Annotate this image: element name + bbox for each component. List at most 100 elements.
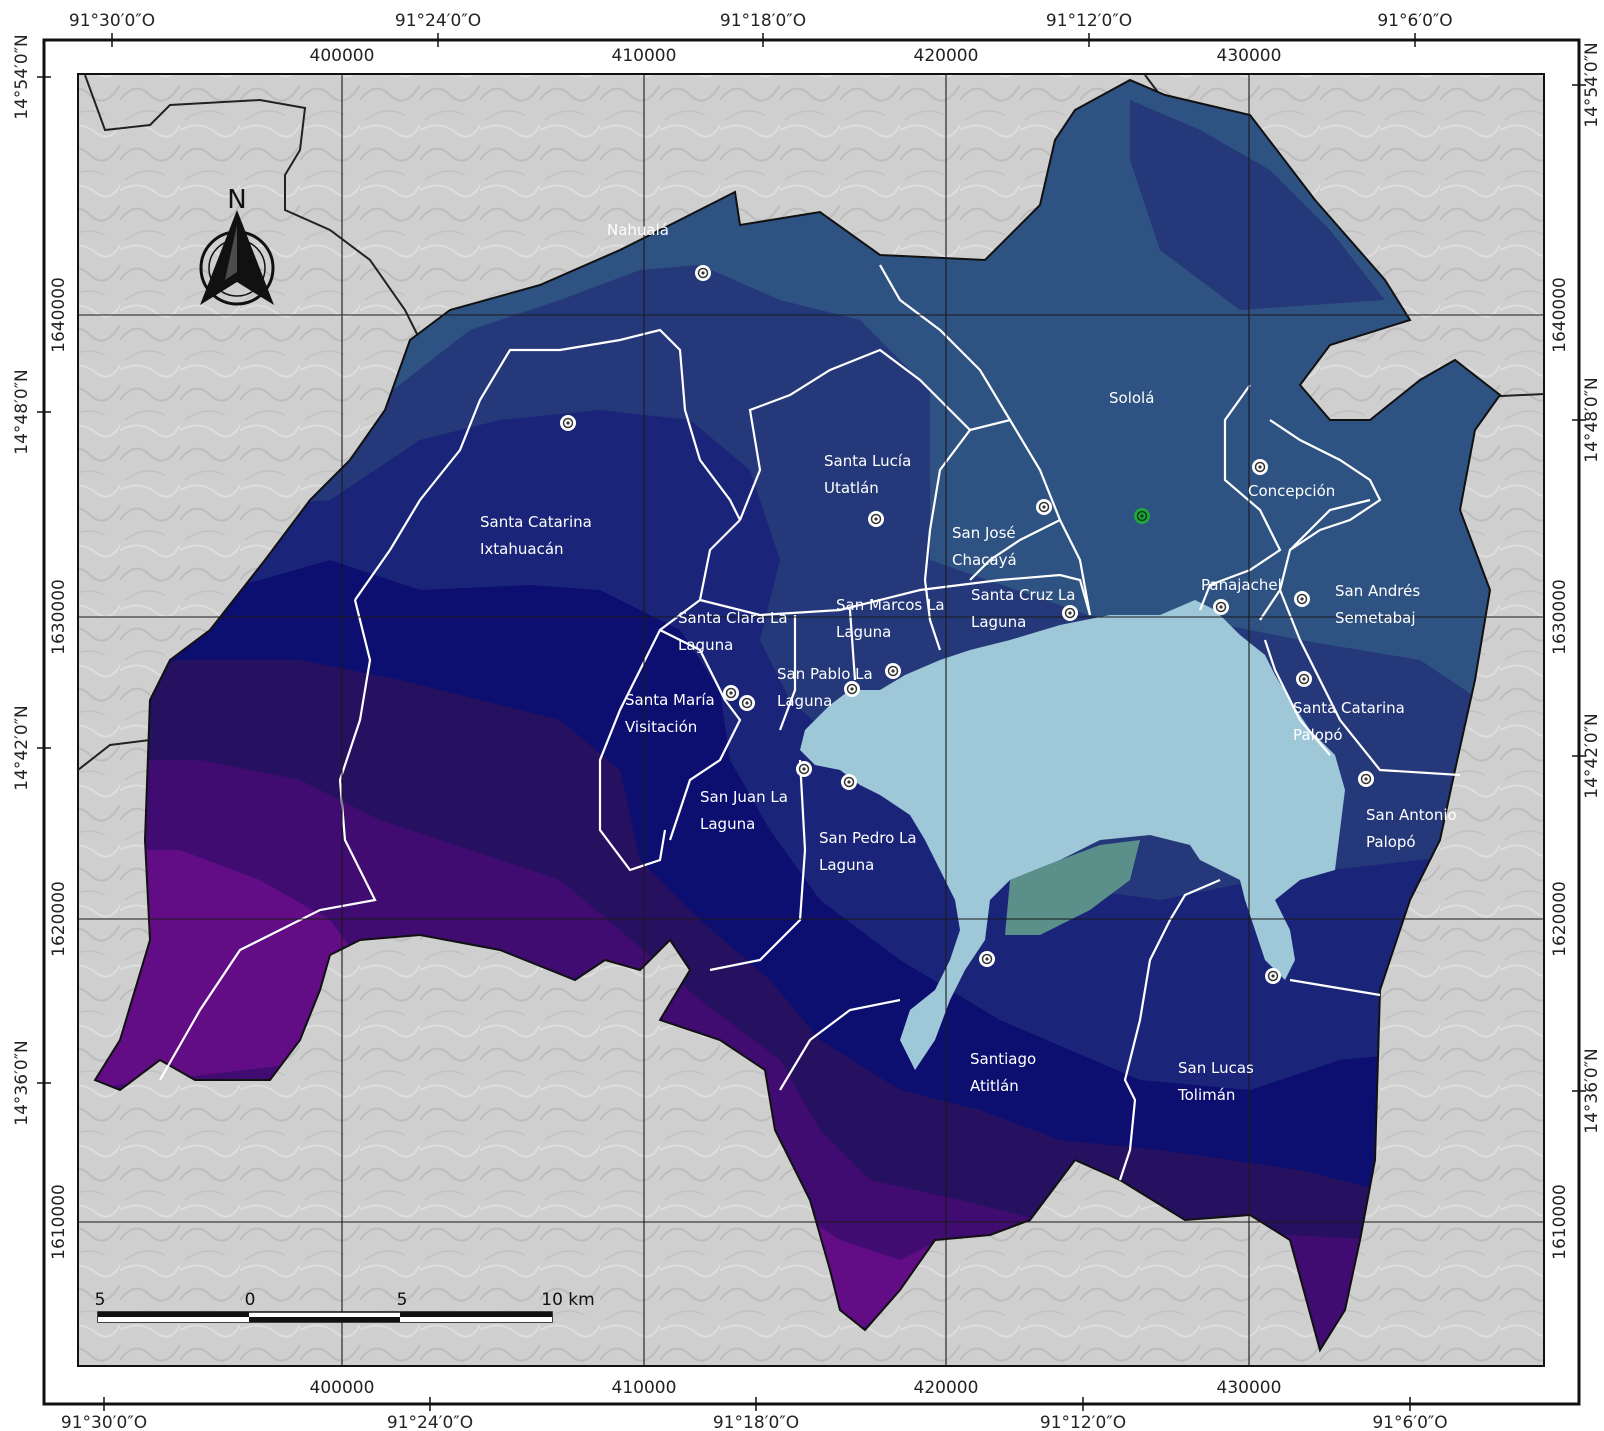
right-utm-label: 1630000 [1550, 579, 1570, 655]
top-degree-label: 91°30′0″O [69, 11, 155, 31]
left-utm-label: 1620000 [49, 881, 69, 957]
north-arrow-letter: N [227, 185, 246, 215]
label-nahuala: Nahualá [607, 221, 669, 239]
town-marker-icon [1062, 605, 1078, 621]
top-degree-label: 91°24′0″O [395, 11, 481, 31]
bottom-degree-label: 91°6′0″O [1372, 1413, 1447, 1431]
right-utm-label: 1620000 [1550, 881, 1570, 957]
label-line: Atitlán [970, 1077, 1019, 1095]
band-2-ne [1130, 100, 1385, 310]
scale-label: 5 [95, 1290, 106, 1310]
label-line: San Antonio [1366, 806, 1457, 824]
right-utm-label: 1610000 [1550, 1184, 1570, 1260]
label-line: San Pedro La [819, 829, 917, 847]
top-degree-label: 91°18′0″O [720, 11, 806, 31]
label-line: Panajachel [1201, 576, 1282, 594]
town-marker-icon [739, 695, 755, 711]
label-line: Santiago [970, 1050, 1036, 1068]
label-line: Laguna [971, 613, 1026, 631]
label-line: Nahualá [607, 221, 669, 239]
top-utm-labels: 400000 410000 420000 430000 [310, 46, 1282, 66]
bottom-utm-labels: 400000 410000 420000 430000 [310, 1378, 1282, 1398]
degree-ticks [37, 33, 1586, 1411]
north-arrow-icon: N [199, 185, 275, 306]
town-markers [560, 265, 1374, 984]
town-marker-icon [796, 761, 812, 777]
label-line: Santa Catarina [1293, 699, 1405, 717]
lake-atitlan [800, 600, 1345, 1070]
top-degree-label: 91°6′0″O [1377, 11, 1452, 31]
label-line: Laguna [819, 856, 874, 874]
right-utm-label: 1640000 [1550, 277, 1570, 353]
top-degree-labels: 91°30′0″O 91°24′0″O 91°18′0″O 91°12′0″O … [69, 11, 1453, 31]
label-solola: Sololá [1109, 389, 1154, 407]
left-utm-label: 1610000 [49, 1184, 69, 1260]
label-santa-cruz-la-laguna: Santa Cruz La Laguna [971, 586, 1075, 631]
right-degree-label: 14°42′0″N [1582, 713, 1602, 799]
bottom-degree-labels: 91°30′0″O 91°24′0″O 91°18′0″O 91°12′0″O … [61, 1413, 1448, 1431]
town-marker-icon [979, 951, 995, 967]
scale-label: 5 [397, 1290, 408, 1310]
label-line: Tolimán [1177, 1086, 1235, 1104]
left-degree-label: 14°42′0″N [12, 705, 32, 791]
town-marker-icon [868, 511, 884, 527]
town-marker-icon [1296, 671, 1312, 687]
bottom-degree-label: 91°24′0″O [387, 1413, 473, 1431]
bottom-utm-label: 420000 [914, 1378, 979, 1398]
right-degree-label: 14°48′0″N [1582, 377, 1602, 463]
label-panajachel: Panajachel [1201, 576, 1282, 594]
top-utm-label: 410000 [612, 46, 677, 66]
municipal-boundaries [159, 264, 1461, 1181]
town-marker-icon [1036, 499, 1052, 515]
label-line: Ixtahuacán [480, 540, 564, 558]
scale-label: 10 km [541, 1290, 594, 1310]
label-line: Utatlán [824, 479, 879, 497]
right-degree-label: 14°36′0″N [1582, 1048, 1602, 1134]
bottom-degree-label: 91°30′0″O [61, 1413, 147, 1431]
left-degree-labels: 14°54′0″N 14°48′0″N 14°42′0″N 14°36′0″N [12, 34, 32, 1126]
town-marker-icon [841, 774, 857, 790]
label-line: Laguna [700, 815, 755, 833]
bottom-utm-label: 430000 [1217, 1378, 1282, 1398]
left-degree-label: 14°36′0″N [12, 1040, 32, 1126]
external-boundary-w [77, 739, 151, 771]
left-degree-label: 14°48′0″N [12, 369, 32, 455]
left-utm-label: 1640000 [49, 277, 69, 353]
right-degree-label: 14°54′0″N [1582, 42, 1602, 128]
highlight-point-icon [1134, 508, 1150, 524]
lake-shallow-area [1005, 840, 1140, 935]
label-line: Sololá [1109, 389, 1154, 407]
label-san-juan-la-laguna: San Juan La Laguna [700, 788, 788, 833]
label-line: Santa Cruz La [971, 586, 1075, 604]
town-marker-icon [695, 265, 711, 281]
top-utm-label: 430000 [1217, 46, 1282, 66]
label-line: Santa María [625, 691, 715, 709]
label-line: Santa Lucía [824, 452, 911, 470]
external-boundary-nw [84, 74, 421, 341]
town-marker-icon [844, 681, 860, 697]
label-line: San Juan La [700, 788, 788, 806]
right-degree-labels: 14°54′0″N 14°48′0″N 14°42′0″N 14°36′0″N [1582, 42, 1602, 1134]
label-line: San Pablo La [777, 665, 873, 683]
bottom-degree-label: 91°18′0″O [713, 1413, 799, 1431]
bottom-utm-label: 410000 [612, 1378, 677, 1398]
town-marker-icon [885, 663, 901, 679]
label-line: Santa Clara La [678, 609, 788, 627]
top-degree-label: 91°12′0″O [1046, 11, 1132, 31]
label-line: San Lucas [1178, 1059, 1254, 1077]
town-marker-icon [1265, 968, 1281, 984]
label-line: Laguna [836, 623, 891, 641]
label-line: Palopó [1293, 726, 1343, 744]
basin-outline [93, 78, 1502, 1353]
town-marker-icon [723, 685, 739, 701]
